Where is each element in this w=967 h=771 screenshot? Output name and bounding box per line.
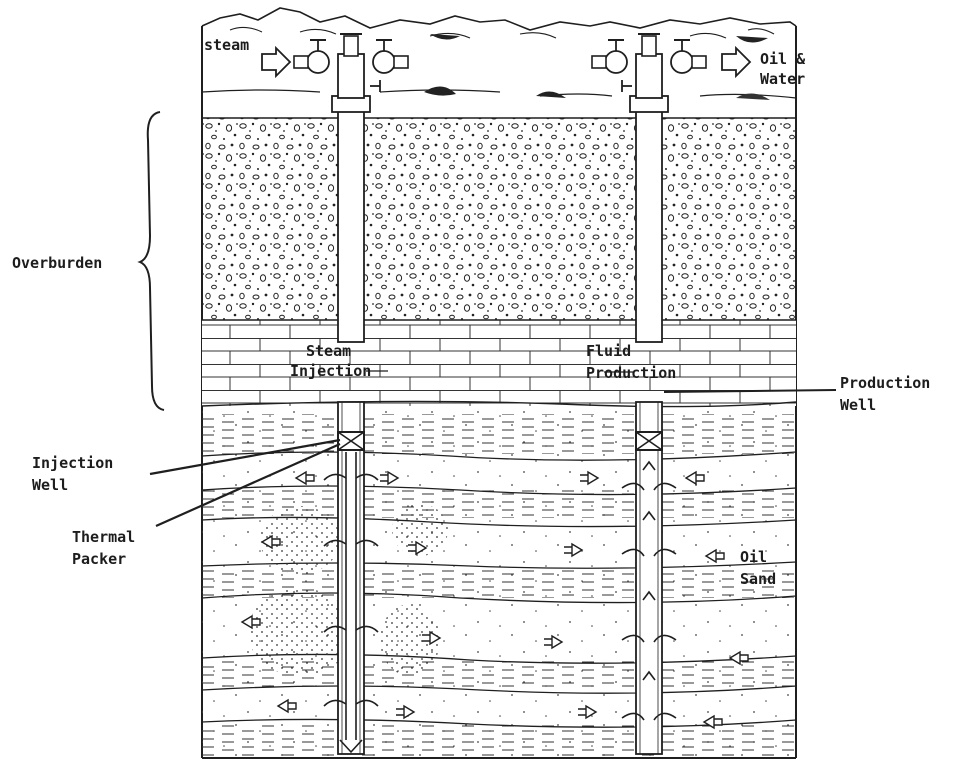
thermal-packer-label-line2: Packer: [72, 550, 126, 568]
fluid-production-label-line2: Production: [586, 364, 676, 382]
injection-well-label-line1: Injection: [32, 454, 113, 472]
oil-water-label-line2: Water: [760, 70, 805, 88]
fluid-production-label-line1: Fluid: [586, 342, 631, 360]
injection-wellhead-valves: [294, 34, 408, 112]
surface-ground: [202, 86, 796, 100]
thermal-packer-symbol: [338, 432, 364, 450]
oil-sand-label-line1: Oil: [740, 548, 767, 566]
oil-sand-label-line2: Sand: [740, 570, 776, 588]
oil-water-out-arrow: [722, 48, 750, 76]
overburden-brace: [140, 112, 164, 410]
production-packer-symbol: [636, 432, 662, 450]
steam-injection-label-line2: Injection: [290, 362, 371, 380]
steam-injection-label-line1: Steam: [306, 342, 351, 360]
steam-label: steam: [204, 36, 249, 54]
production-well-label-line2: Well: [840, 396, 876, 414]
production-well-label-line1: Production: [840, 374, 930, 392]
oil-water-label-line1: Oil &: [760, 50, 806, 68]
steam-in-arrow: [262, 48, 290, 76]
production-wellhead-valves: [592, 34, 706, 112]
overburden-label: Overburden: [12, 254, 102, 272]
injection-well-label-line2: Well: [32, 476, 68, 494]
gravel-layer: [202, 118, 796, 320]
surface-hills: [202, 8, 796, 43]
thermal-packer-label-line1: Thermal: [72, 528, 135, 546]
